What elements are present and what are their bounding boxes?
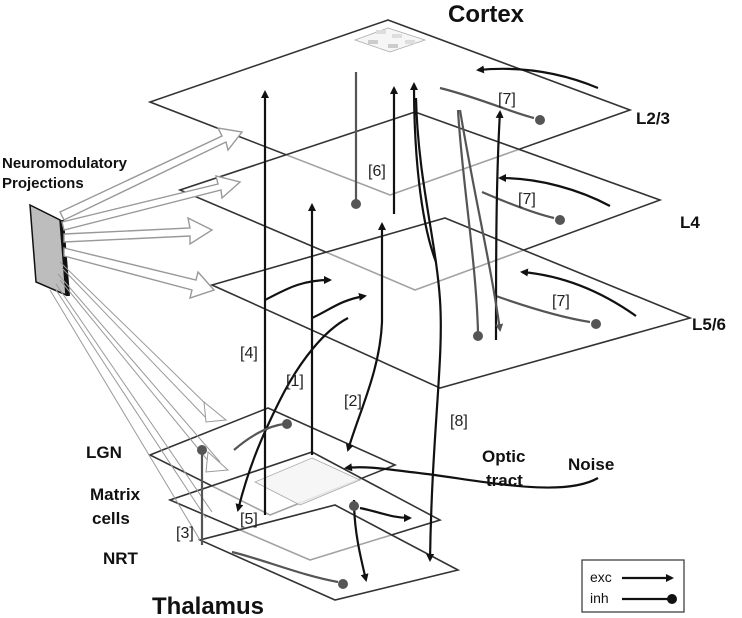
- pathway-6-label: [6]: [368, 163, 386, 180]
- pathway-4: [261, 90, 332, 515]
- inh-terminal-icon: [351, 199, 361, 209]
- pathway-7-l4: [481, 174, 611, 225]
- plane-l56: [209, 217, 693, 389]
- legend-exc-label: exc: [590, 569, 612, 585]
- noise-label: Noise: [568, 455, 614, 474]
- inh-terminal-icon: [338, 579, 348, 589]
- matrix-label: Matrix: [90, 485, 141, 504]
- neuromodulatory-label: Neuromodulatory: [2, 155, 128, 172]
- neuromodulatory-projection-arrows: [49, 127, 244, 541]
- pathway-5: [235, 317, 349, 512]
- projections-label: Projections: [2, 175, 84, 192]
- cells-label: cells: [92, 509, 130, 528]
- vertical-inh-l56: [456, 109, 504, 341]
- pathway-8-label: [8]: [450, 413, 468, 430]
- pathway-5-label: [5]: [240, 511, 258, 528]
- l4-label: L4: [680, 213, 700, 232]
- plane-nrt: [197, 504, 461, 601]
- legend-inh-terminal-icon: [667, 594, 677, 604]
- pathway-7-l23: [439, 65, 599, 125]
- cortex-columns-icon: [353, 27, 427, 53]
- optic-label: Optic: [482, 447, 525, 466]
- pathway-1: [308, 203, 367, 455]
- legend: exc inh: [581, 559, 685, 613]
- pathway-6: [351, 72, 438, 263]
- inh-terminal-icon: [197, 445, 207, 455]
- nrt-label: NRT: [103, 549, 139, 568]
- pathway-4-label: [4]: [240, 345, 258, 362]
- cortex-label: Cortex: [448, 1, 525, 28]
- pathway-1-label: [1]: [286, 373, 304, 390]
- inh-terminal-icon: [535, 115, 545, 125]
- inh-terminal-icon: [555, 215, 565, 225]
- pathway-2: [345, 222, 386, 452]
- thalamus-label: Thalamus: [152, 593, 264, 618]
- neuromodulatory-source: [29, 203, 70, 297]
- inh-terminal-icon: [591, 319, 601, 329]
- pathway-2-label: [2]: [344, 393, 362, 410]
- l56-label: L5/6: [692, 315, 726, 334]
- inh-terminal-icon: [282, 419, 292, 429]
- pathway-7-l56-label: [7]: [552, 293, 570, 310]
- thalamus-local-circuits: [197, 419, 412, 589]
- l23-label: L2/3: [636, 109, 670, 128]
- pathway-3-label: [3]: [176, 525, 194, 542]
- legend-inh-label: inh: [590, 590, 609, 606]
- pathway-7-l4-label: [7]: [518, 191, 536, 208]
- lgn-label: LGN: [86, 443, 122, 462]
- tract-label: tract: [486, 471, 523, 490]
- pathway-7-l23-label: [7]: [498, 91, 516, 108]
- pathway-7-l56: [495, 268, 637, 329]
- inh-terminal-icon: [349, 501, 359, 511]
- inh-terminal-icon: [473, 331, 483, 341]
- optic-tract-input: [344, 463, 599, 489]
